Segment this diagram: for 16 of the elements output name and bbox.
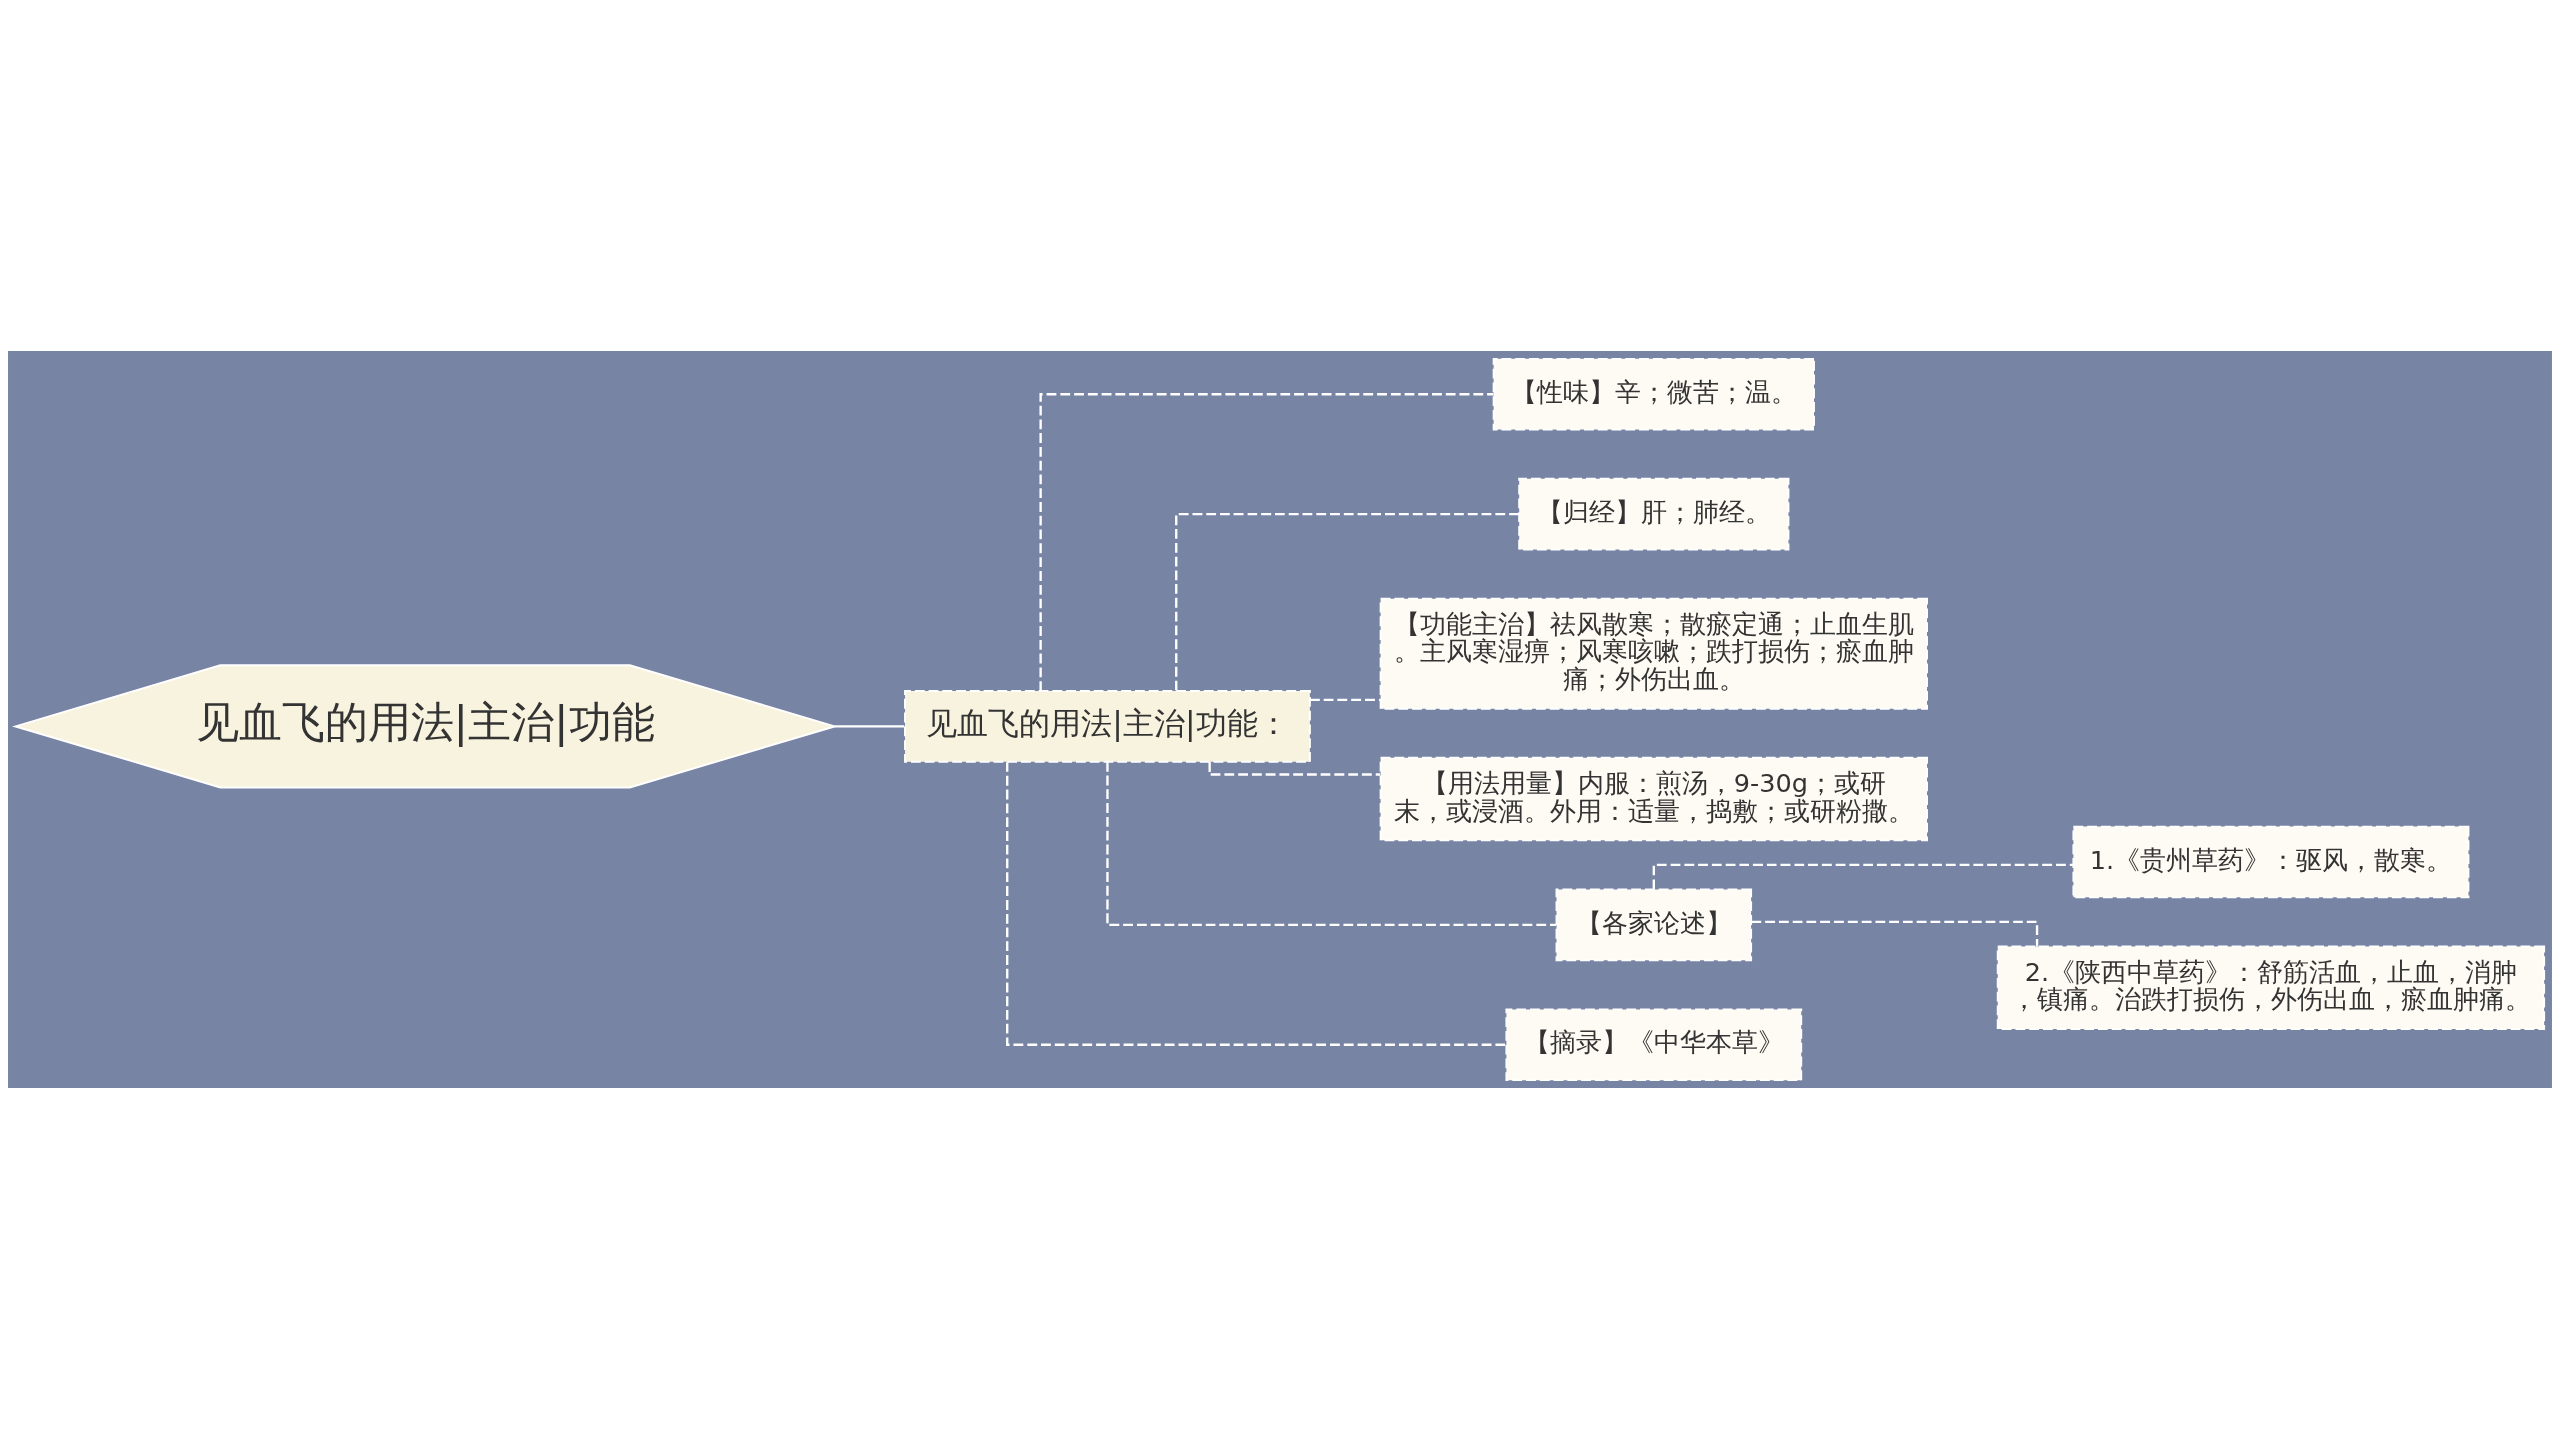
connector	[1039, 393, 1494, 691]
node-box: 2.《陕西中草药》：舒筋活血，止血，消肿，镇痛。治跌打损伤，外伤出血，瘀血肿痛。	[1996, 945, 2546, 1031]
node-box: 【用法用量】内服：煎汤，9-30g；或研末，或浸酒。外用：适量，捣敷；或研粉撒。	[1379, 756, 1928, 842]
connector	[1310, 698, 1380, 702]
node-box: 【性味】辛；微苦；温。	[1492, 357, 1815, 431]
connector	[1006, 762, 1507, 1046]
connector	[1175, 512, 1519, 691]
node-box: 见血飞的用法|主治|功能：	[904, 690, 1311, 763]
connector	[834, 725, 905, 728]
node-box: 1.《贵州草药》：驱风，散寒。	[2072, 825, 2470, 899]
node-box: 【摘录】《中华本草》	[1505, 1008, 1803, 1082]
connector	[1208, 761, 1381, 776]
node-box: 【归经】肝；肺经。	[1518, 477, 1790, 551]
connector	[1106, 761, 1557, 927]
node-box: 【功能主治】祛风散寒；散瘀定通；止血生肌。主风寒湿痹；风寒咳嗽；跌打损伤；瘀血肿痛；外伤出血。	[1379, 597, 1928, 710]
node-box: 【各家论述】	[1555, 888, 1753, 962]
